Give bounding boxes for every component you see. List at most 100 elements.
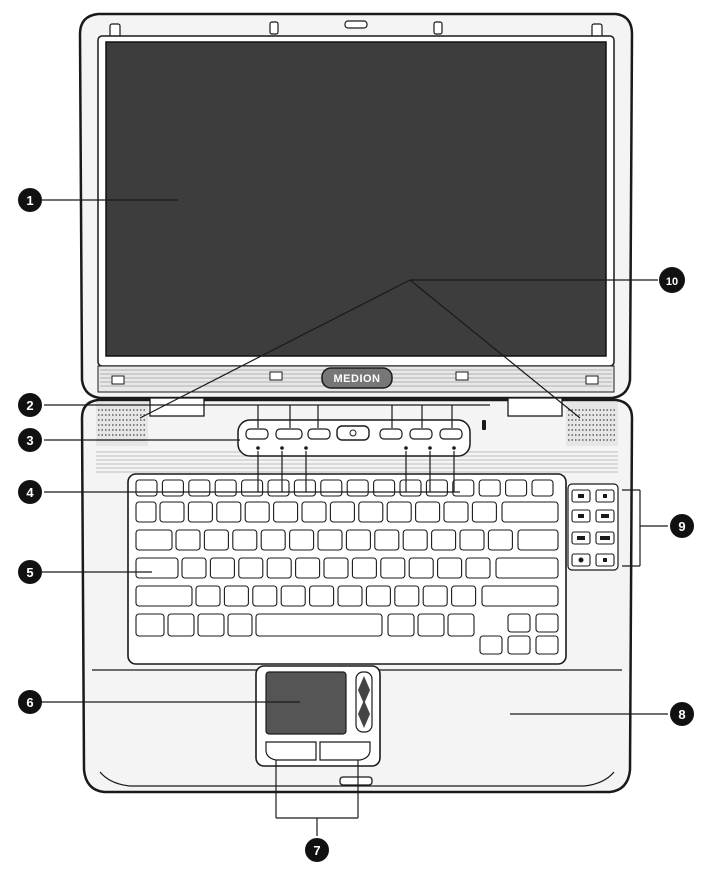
keyboard-key — [295, 557, 321, 579]
keyboard-key — [195, 585, 221, 607]
keyboard-key — [227, 613, 253, 637]
speaker-right — [566, 402, 618, 446]
keyboard-key — [197, 613, 225, 637]
callout-5-label: 5 — [26, 565, 33, 580]
callout-8-label: 8 — [678, 707, 685, 722]
callout-1: 1 — [18, 188, 42, 212]
keyboard-key — [255, 613, 383, 637]
keyboard-key — [135, 613, 165, 637]
keyboard-key — [387, 613, 415, 637]
keyboard-key — [209, 557, 235, 579]
keyboard-key — [244, 501, 270, 523]
keyboard-key — [507, 635, 531, 655]
quick-launch-panel — [237, 419, 471, 457]
keyboard — [127, 473, 567, 665]
keyboard-key — [175, 529, 201, 551]
keyboard-key — [329, 501, 355, 523]
leader-lines — [42, 199, 668, 836]
keyboard-key — [301, 501, 327, 523]
keyboard-key — [451, 585, 477, 607]
keyboard-key — [459, 529, 485, 551]
callout-7: 7 — [305, 838, 329, 862]
keyboard-key — [351, 557, 377, 579]
keyboard-key — [135, 501, 157, 523]
touchpad — [255, 665, 381, 767]
callout-3-label: 3 — [26, 433, 33, 448]
keyboard-key — [266, 557, 292, 579]
keyboard-key — [252, 585, 278, 607]
keyboard-key — [135, 585, 193, 607]
callout-2-label: 2 — [26, 398, 33, 413]
keyboard-key — [452, 479, 475, 497]
keyboard-key — [289, 529, 315, 551]
status-indicators — [256, 420, 486, 450]
keyboard-key — [320, 479, 343, 497]
keyboard-key — [535, 613, 559, 633]
keyboard-key — [260, 529, 286, 551]
keyboard-key — [241, 479, 264, 497]
callout-8: 8 — [670, 702, 694, 726]
keyboard-key — [238, 557, 264, 579]
keyboard-key — [267, 479, 290, 497]
callout-10-label: 10 — [666, 276, 678, 288]
keyboard-key — [443, 501, 469, 523]
keyboard-key — [203, 529, 229, 551]
keyboard-key — [394, 585, 420, 607]
keyboard-key — [402, 529, 428, 551]
keyboard-key — [309, 585, 335, 607]
keyboard-key — [380, 557, 406, 579]
keyboard-key — [479, 635, 503, 655]
touchpad-buttons — [265, 741, 371, 761]
keyboard-key — [505, 479, 528, 497]
logo-text: MEDION — [334, 373, 381, 385]
callout-4: 4 — [18, 480, 42, 504]
scroll-bar — [355, 671, 373, 733]
keyboard-key — [408, 557, 434, 579]
callout-10: 10 — [659, 267, 685, 293]
display-screen — [105, 41, 607, 357]
keyboard-key — [159, 501, 185, 523]
keyboard-key — [223, 585, 249, 607]
keyboard-key — [323, 557, 349, 579]
callout-2: 2 — [18, 393, 42, 417]
keyboard-key — [478, 479, 501, 497]
keyboard-key — [535, 635, 559, 655]
keyboard-key — [135, 529, 173, 551]
keyboard-key — [471, 501, 497, 523]
keyboard-key — [365, 585, 391, 607]
keyboard-key — [465, 557, 491, 579]
keyboard-key — [417, 613, 445, 637]
multimedia-keys — [567, 483, 619, 571]
keyboard-key — [531, 479, 554, 497]
keyboard-key — [501, 501, 559, 523]
callout-3: 3 — [18, 428, 42, 452]
keyboard-key — [161, 479, 184, 497]
keyboard-key — [422, 585, 448, 607]
callout-1-label: 1 — [26, 193, 33, 208]
keyboard-key — [135, 557, 179, 579]
keyboard-key — [317, 529, 343, 551]
keyboard-key — [517, 529, 559, 551]
keyboard-key — [374, 529, 400, 551]
callout-5: 5 — [18, 560, 42, 584]
keyboard-key — [273, 501, 299, 523]
keyboard-key — [181, 557, 207, 579]
callout-6-label: 6 — [26, 695, 33, 710]
medion-logo: MEDION — [321, 367, 393, 389]
keyboard-key — [167, 613, 195, 637]
keyboard-key — [358, 501, 384, 523]
callout-7-label: 7 — [313, 843, 320, 858]
callout-4-label: 4 — [26, 485, 34, 500]
keyboard-key — [507, 613, 531, 633]
keyboard-key — [373, 479, 396, 497]
keyboard-key — [280, 585, 306, 607]
keyboard-key — [346, 479, 369, 497]
callout-6: 6 — [18, 690, 42, 714]
keyboard-key — [188, 479, 211, 497]
keyboard-key — [232, 529, 258, 551]
keyboard-key — [216, 501, 242, 523]
keyboard-key — [495, 557, 559, 579]
keyboard-key — [399, 479, 422, 497]
keyboard-key — [481, 585, 559, 607]
